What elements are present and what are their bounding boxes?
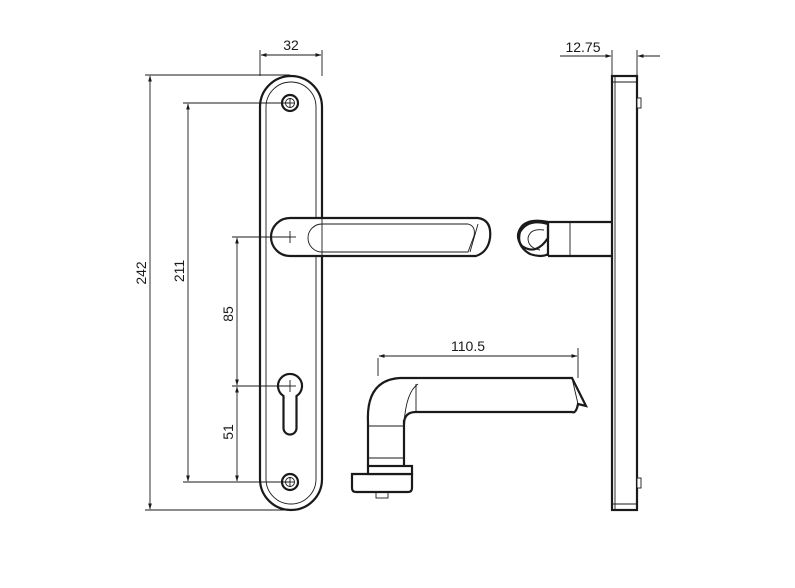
overall-height-dimension: 242 [133,74,290,511]
lever-top-view [350,376,589,499]
cylinder-keyhole-icon [276,372,304,436]
cylinder-screw-dimension: 51 [220,386,239,482]
side-view-plate [610,74,642,512]
screw-spacing-label: 211 [171,260,187,283]
overall-height-label: 242 [133,261,149,285]
lever-handle-front-view [269,216,492,258]
cylinder-screw-label: 51 [220,424,236,440]
side-thickness-label: 12.75 [565,39,600,55]
lever-length-dimension: 110.5 [377,338,579,378]
screw-spacing-dimension: 211 [171,102,290,483]
lever-length-label: 110.5 [451,338,485,354]
side-thickness-dimension: 12.75 [560,39,660,76]
plate-width-dimension: 32 [259,37,323,76]
lever-side-view [516,219,612,258]
backplate-front-view [258,74,324,512]
plate-width-label: 32 [283,37,299,53]
handle-cylinder-label: 85 [220,306,236,322]
handle-cylinder-dimension: 85 [220,236,290,387]
